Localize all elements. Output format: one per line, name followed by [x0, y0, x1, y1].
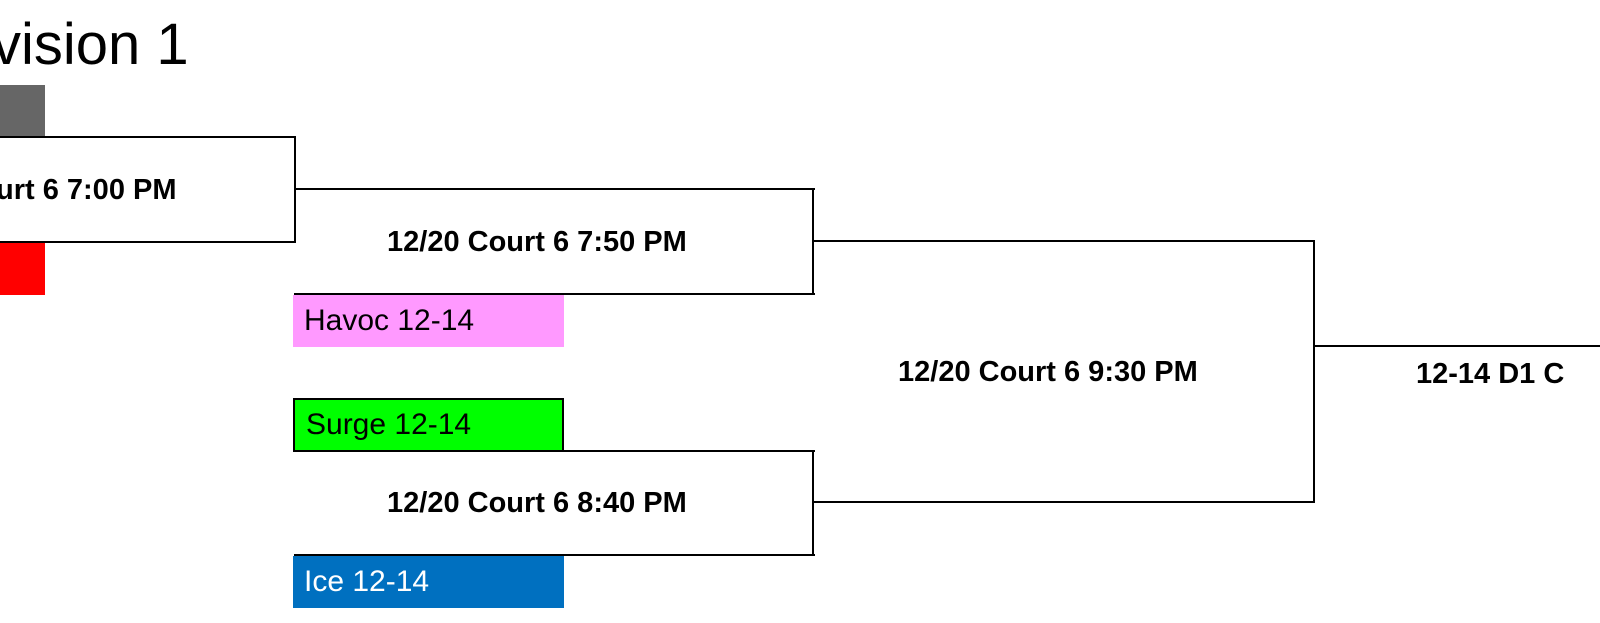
bracket-line [1313, 240, 1315, 503]
bracket-line [1313, 345, 1600, 347]
bracket-line [812, 240, 1315, 242]
team-label: Havoc 12-14 [304, 304, 475, 337]
division-title: vision 1 [0, 12, 189, 77]
game-label-r2-top: 12/20 Court 6 7:50 PM [387, 226, 687, 258]
game-label-r2-bottom: 12/20 Court 6 8:40 PM [387, 487, 687, 519]
team-havoc[interactable]: Havoc 12-14 [293, 295, 564, 347]
bracket-line [0, 136, 296, 138]
game-label-final: 12-14 D1 C [1416, 358, 1565, 390]
team-swatch-gray [0, 85, 45, 137]
team-label: Ice 12-14 [304, 565, 430, 598]
game-label-semi: 12/20 Court 6 9:30 PM [898, 356, 1198, 388]
team-label: Surge 12-14 [306, 408, 472, 441]
bracket-line [812, 501, 1315, 503]
bracket-line [294, 188, 815, 190]
bracket-line [294, 554, 815, 556]
bracket-line [812, 450, 814, 556]
bracket-line [294, 450, 815, 452]
bracket-line [294, 293, 815, 295]
bracket-line [0, 241, 296, 243]
team-swatch-red [0, 242, 45, 295]
team-surge[interactable]: Surge 12-14 [293, 398, 564, 452]
game-label-r1-top: urt 6 7:00 PM [0, 174, 177, 206]
team-ice[interactable]: Ice 12-14 [293, 556, 564, 608]
